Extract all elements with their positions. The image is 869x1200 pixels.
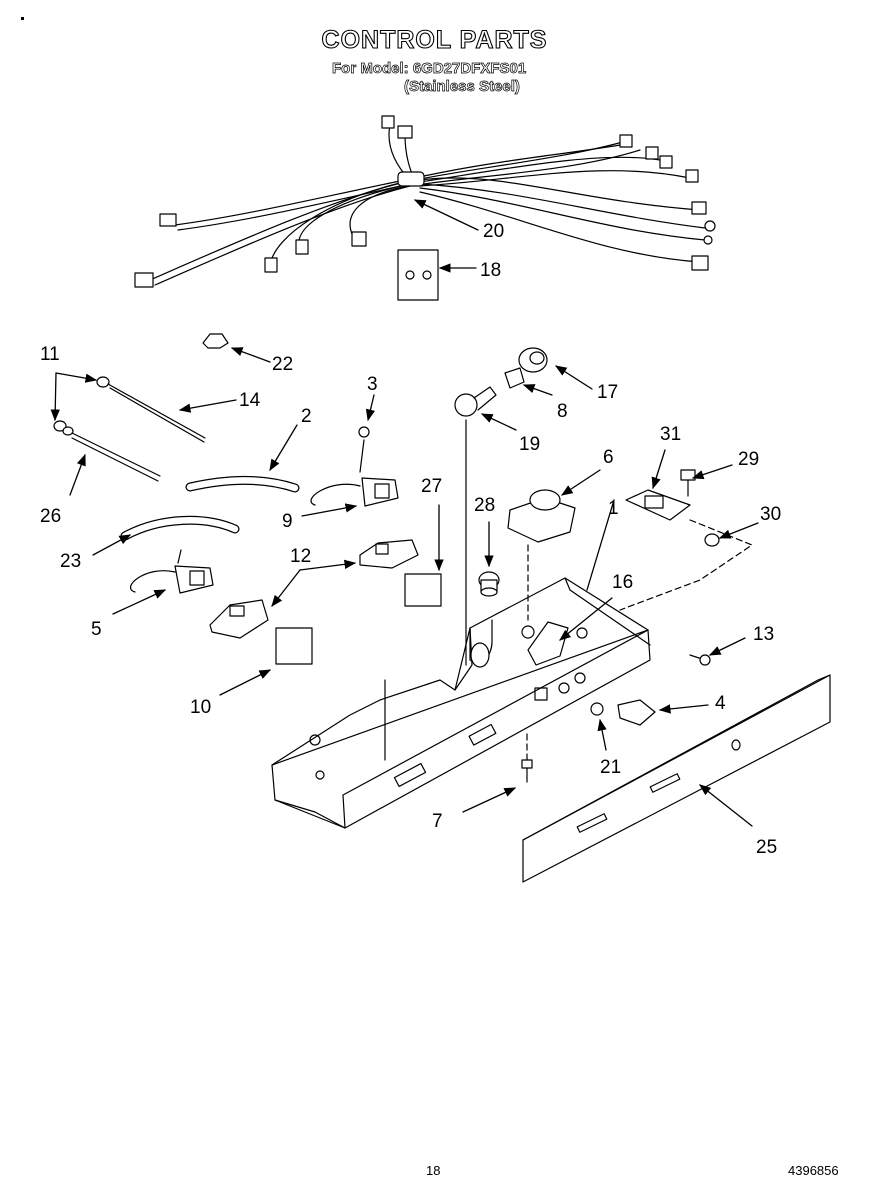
callout-5: 5 (91, 619, 102, 640)
callout-3: 3 (367, 374, 378, 395)
page-number: 18 (426, 1163, 441, 1178)
model-line: For Model: 6GD27DFXFS01 (332, 60, 527, 78)
callout-22: 22 (272, 354, 293, 375)
callout-19: 19 (519, 434, 540, 455)
leader-lines (50, 199, 759, 827)
callout-6: 6 (603, 447, 614, 468)
capillary-tubes (53, 376, 206, 482)
light-switch (521, 654, 711, 783)
trim-strip (522, 674, 831, 883)
label-27 (404, 573, 442, 607)
callout-7: 7 (432, 811, 443, 832)
callout-1: 1 (608, 498, 619, 519)
stray-dot (21, 17, 24, 20)
finish-line: (Stainless Steel) (404, 78, 521, 96)
bracket-upper (359, 539, 419, 569)
mounting-plate (397, 249, 439, 301)
document-number: 4396856 (788, 1163, 839, 1178)
callout-10: 10 (190, 697, 211, 718)
callout-2: 2 (301, 406, 312, 427)
callout-25: 25 (756, 837, 777, 858)
lamp-bulb (454, 386, 497, 417)
callout-12: 12 (290, 546, 311, 567)
callout-numbers: 20 18 22 11 14 26 3 2 9 23 5 12 10 27 28… (40, 221, 781, 858)
callout-14: 14 (239, 390, 261, 411)
callout-26: 26 (40, 506, 61, 527)
callout-31: 31 (660, 424, 681, 445)
callout-8: 8 (557, 401, 568, 422)
callout-13: 13 (753, 624, 774, 645)
plug (478, 571, 500, 597)
callout-21: 21 (600, 757, 621, 778)
clip (202, 333, 229, 349)
tubing (120, 475, 300, 541)
callout-17: 17 (597, 382, 618, 403)
callout-27: 27 (421, 476, 442, 497)
callout-16: 16 (612, 572, 633, 593)
callout-11: 11 (40, 344, 60, 365)
control-housing (271, 419, 651, 829)
thermostat-lower (129, 549, 214, 594)
callout-18: 18 (480, 260, 501, 281)
callout-28: 28 (474, 495, 495, 516)
thermostat-upper (310, 426, 399, 507)
callout-29: 29 (738, 449, 759, 470)
bracket-lower (209, 599, 269, 639)
callout-4: 4 (715, 693, 726, 714)
callout-30: 30 (760, 504, 781, 525)
sensor-bracket (619, 469, 753, 611)
page-title: CONTROL PARTS (321, 25, 548, 54)
wire-harness (134, 115, 716, 288)
callout-23: 23 (60, 551, 81, 572)
defrost-timer (507, 489, 576, 621)
label-10 (275, 627, 313, 665)
callout-20: 20 (483, 221, 504, 242)
lamp-socket (504, 347, 548, 389)
callout-9: 9 (282, 511, 293, 532)
